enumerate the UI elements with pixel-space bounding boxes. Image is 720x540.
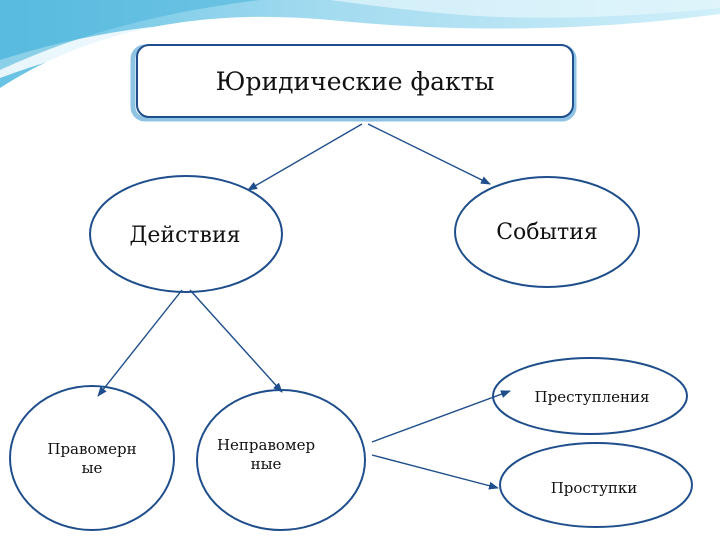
unlawful-label: Неправомер ные [196,436,336,474]
arrow-actions-to-lawful [98,290,182,396]
unlawful-label-line1: Неправомер [196,436,336,455]
lawful-label-line2: ые [22,459,162,478]
arrow-actions-to-unlawful [190,290,282,392]
arrow-unlawful-to-offenses [372,455,498,488]
lawful-label: Правомерн ые [22,440,162,478]
crimes-label: Преступления [512,388,672,407]
root-title: Юридические факты [137,66,573,97]
offenses-label: Проступки [514,479,674,498]
lawful-label-line1: Правомерн [22,440,162,459]
events-label: События [470,219,624,247]
arrow-root-to-events [368,124,490,184]
actions-label: Действия [110,222,260,250]
unlawful-label-line2: ные [196,455,336,474]
arrow-unlawful-to-crimes [372,391,510,442]
arrow-root-to-actions [248,124,362,190]
